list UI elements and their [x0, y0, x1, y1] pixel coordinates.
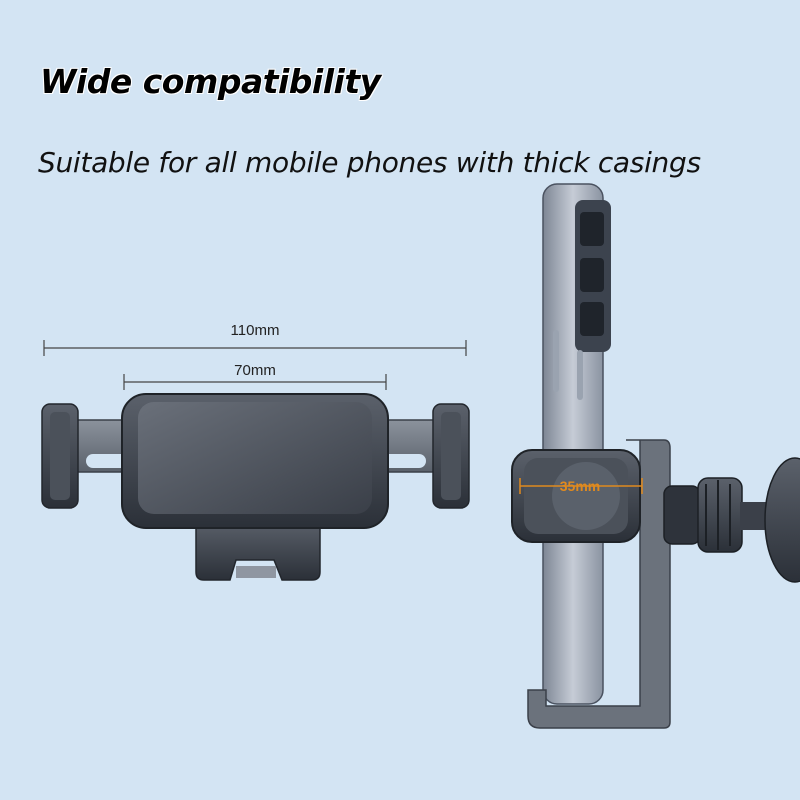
headline: Wide compatibility — [40, 62, 381, 101]
inner-width-label: 70mm — [234, 362, 276, 379]
dimension-line-inner — [123, 374, 387, 390]
holder-side-view — [511, 439, 800, 729]
thickness-label: 35mm — [559, 478, 601, 494]
outer-width-label: 110mm — [230, 322, 280, 339]
dimension-line-outer — [43, 340, 467, 356]
holder-front-view — [41, 393, 470, 581]
phone-side-view — [542, 183, 611, 705]
subline: Suitable for all mobile phones with thic… — [38, 146, 701, 179]
